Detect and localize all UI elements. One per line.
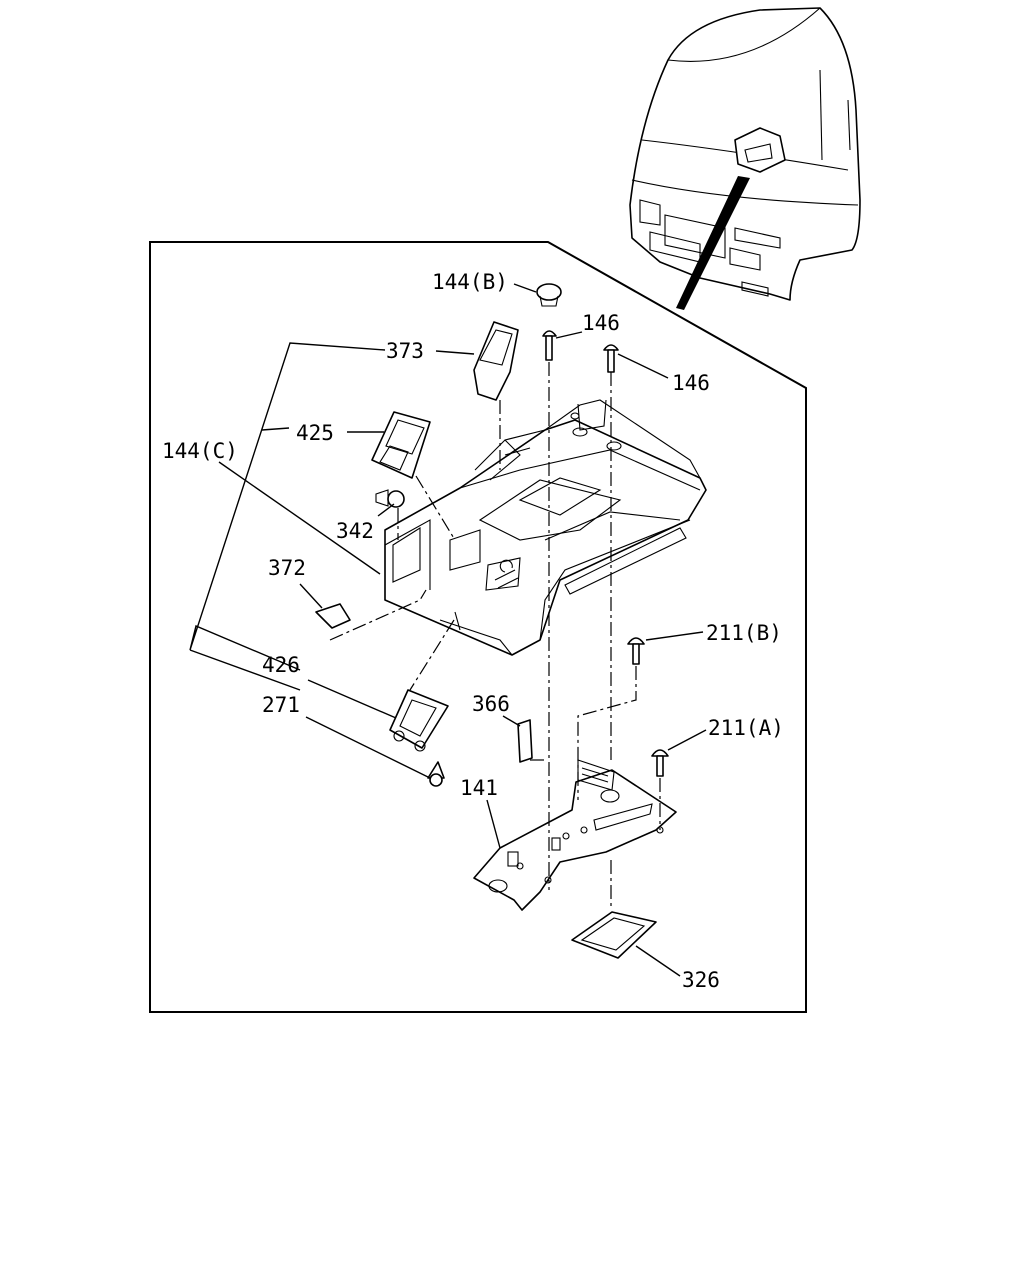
callout-366: 366	[472, 692, 510, 716]
detail-frame	[149, 241, 807, 1013]
callout-342: 342	[336, 519, 374, 543]
callouts: 144(B) 146 146 373 425 144(C) 342 372 21…	[162, 270, 784, 992]
leader-lines	[218, 283, 707, 977]
callout-271: 271	[262, 693, 300, 717]
truck-cab-inset	[629, 7, 861, 310]
part-373-pocket	[473, 321, 519, 401]
callout-425: 425	[296, 421, 334, 445]
part-211b-bolt	[627, 637, 645, 665]
callout-326: 326	[682, 968, 720, 992]
callout-373: 373	[386, 339, 424, 363]
part-342-grommet	[375, 489, 405, 508]
callout-141: 141	[460, 776, 498, 800]
part-372	[315, 603, 351, 629]
console-assembly	[384, 399, 707, 656]
part-144b-cap	[536, 283, 562, 307]
part-141-base-plate	[473, 759, 677, 911]
callout-426: 426	[262, 653, 300, 677]
bracket-lines	[189, 342, 386, 691]
part-366	[517, 719, 533, 763]
callout-146-top: 146	[582, 311, 620, 335]
part-326-gasket	[571, 911, 657, 959]
callout-372: 372	[268, 556, 306, 580]
callout-146-right: 146	[672, 371, 710, 395]
assembly-lines	[329, 362, 661, 910]
part-146-bolts	[542, 330, 619, 373]
callout-211a: 211(A)	[708, 716, 784, 740]
callout-211b: 211(B)	[706, 621, 782, 645]
part-271-clip	[427, 761, 445, 787]
callout-144b: 144(B)	[432, 270, 508, 294]
part-211a-bolt	[651, 749, 669, 777]
part-426-bracket	[389, 689, 449, 752]
part-425-bezel	[371, 411, 431, 479]
callout-144c: 144(C)	[162, 439, 238, 463]
